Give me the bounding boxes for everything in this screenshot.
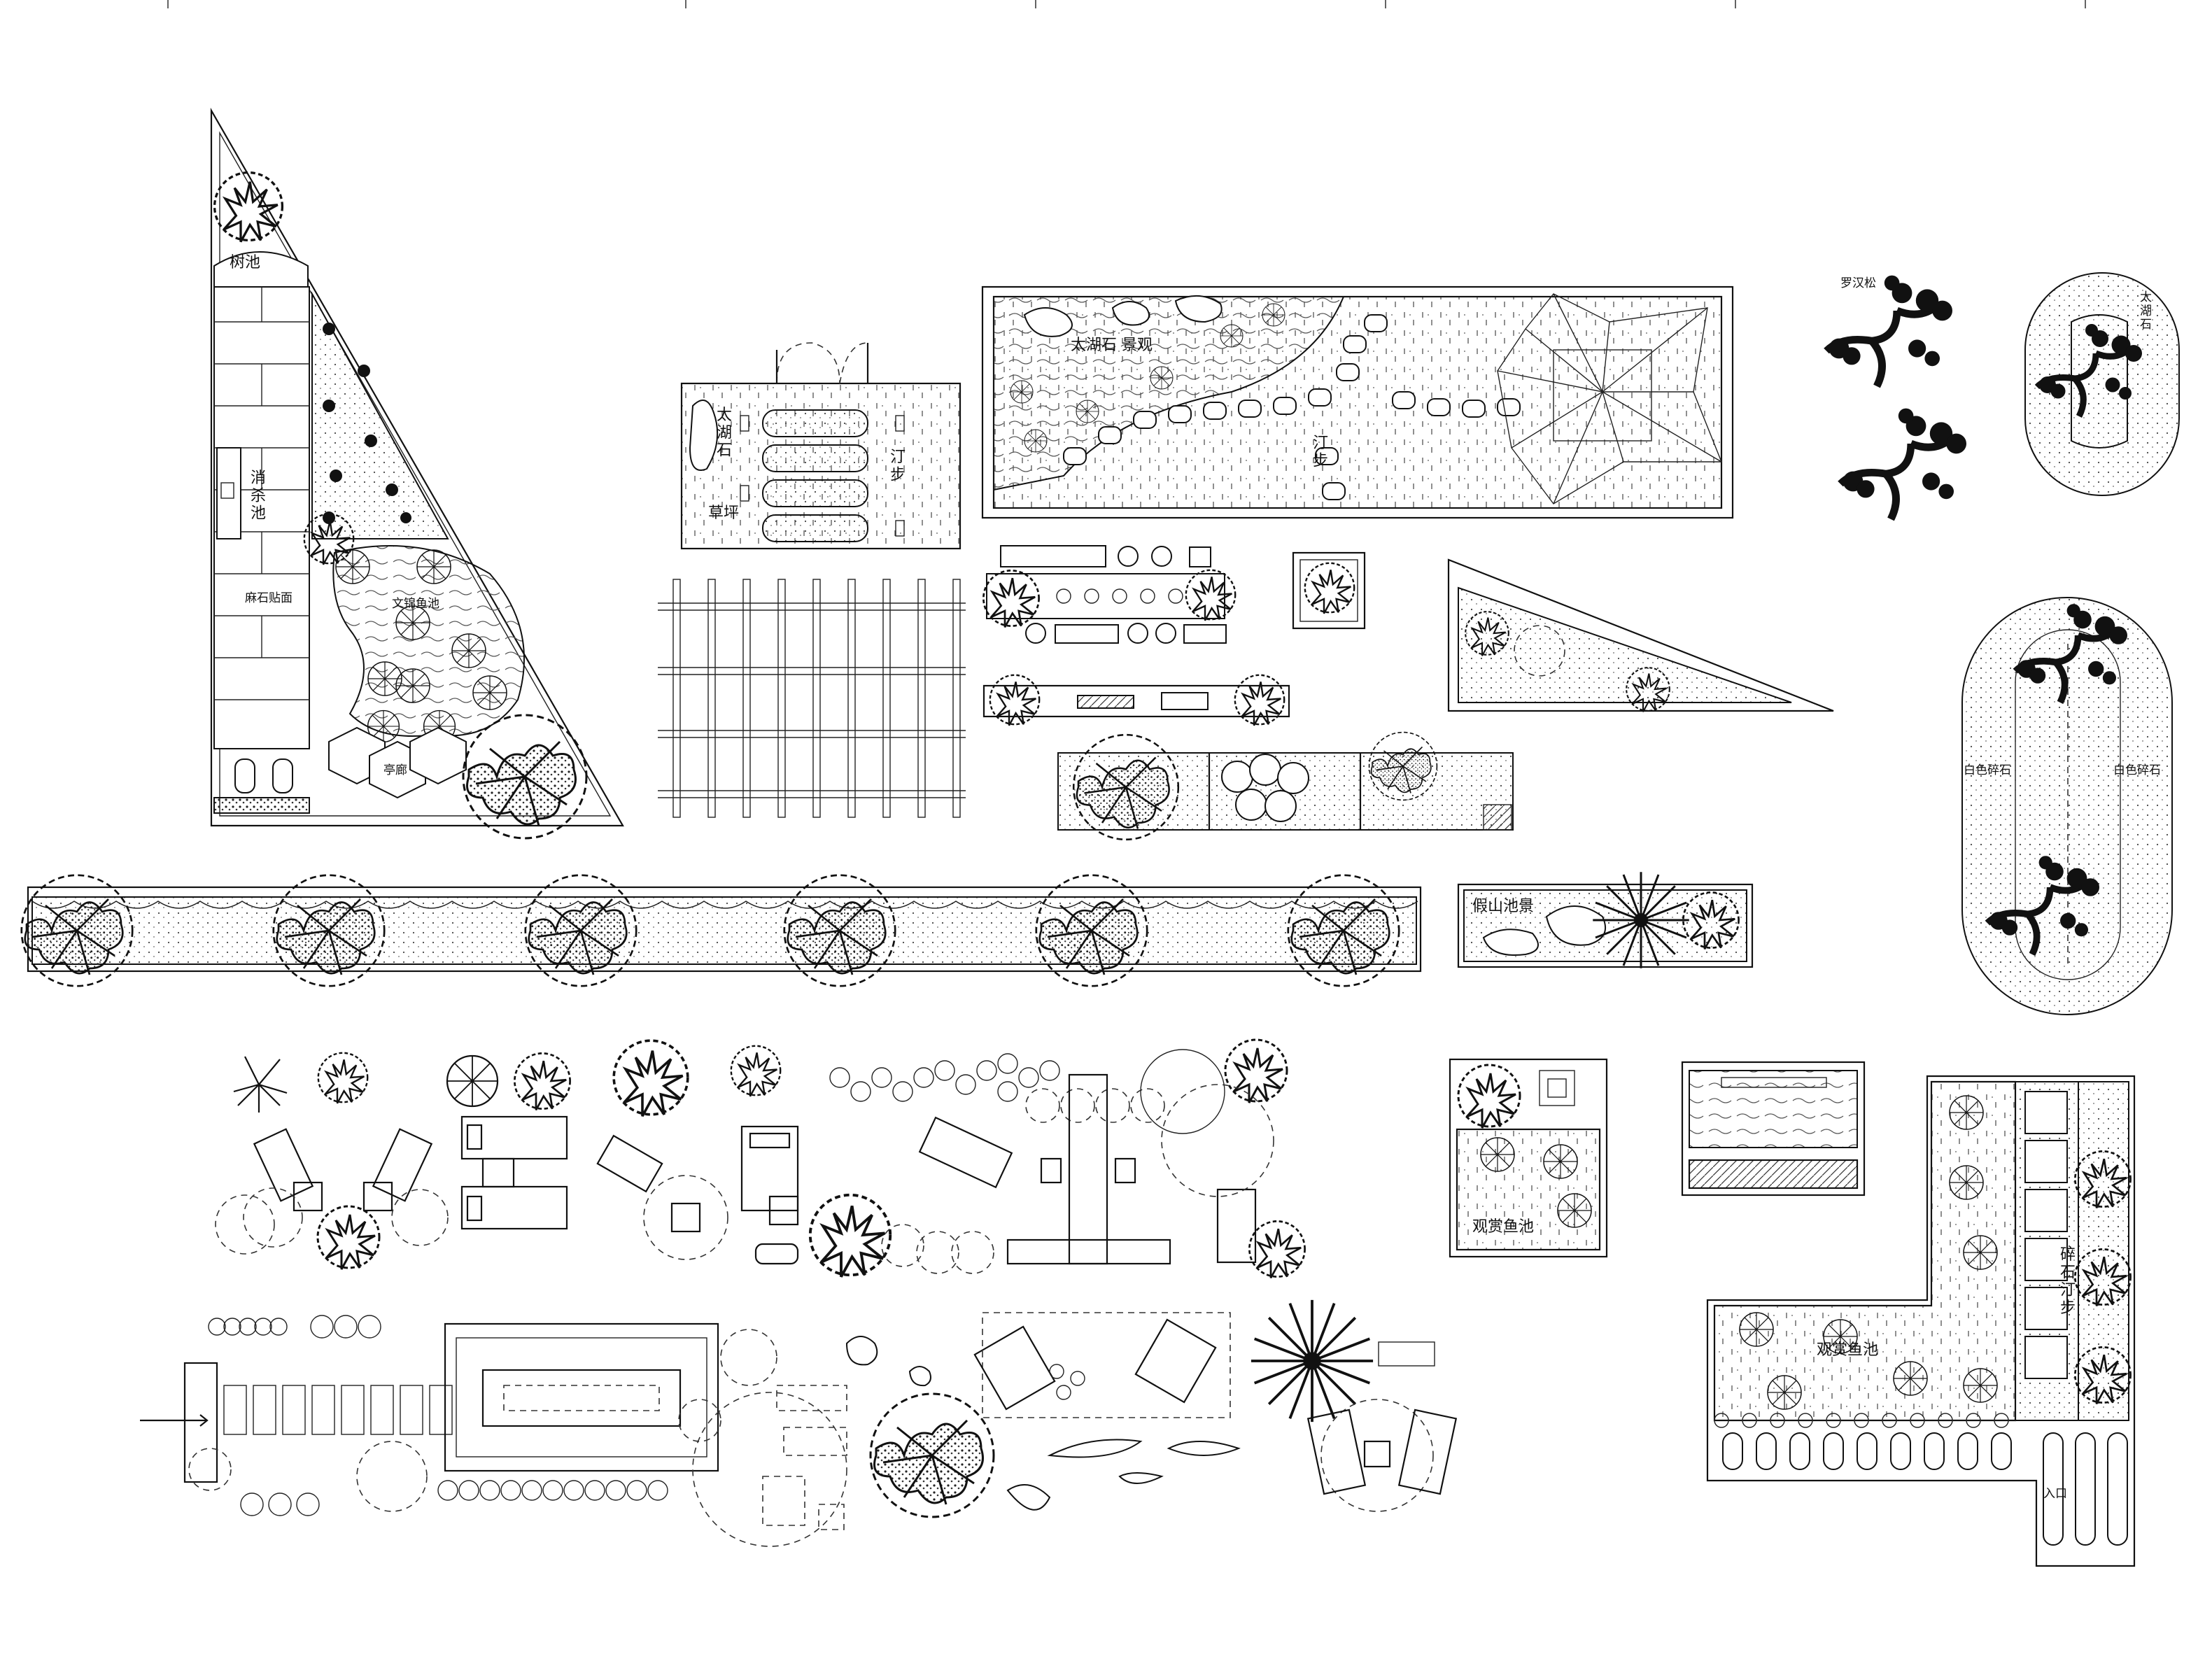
rockery-label: 假山池景	[1472, 898, 1534, 915]
pool-complex	[140, 1322, 777, 1516]
pond-label: 观赏鱼池	[1472, 1218, 1534, 1236]
bottom-stepping	[234, 758, 293, 793]
triple-planting-bed	[1057, 731, 1514, 841]
shrub-cluster	[323, 323, 411, 524]
rockery-waterscape: 假山池景	[1457, 870, 1754, 970]
l-pond-label: 观赏鱼池	[1817, 1341, 1878, 1359]
bench-top	[1000, 545, 1106, 567]
gate-arc	[776, 342, 868, 384]
dashed-furniture-cluster	[692, 1385, 847, 1547]
ornamental-pond-panel: 观赏鱼池	[1449, 1058, 1608, 1258]
oval-pine-planter-top: 太湖石	[2024, 272, 2180, 496]
umbrella-pavilion	[1497, 293, 1723, 504]
lawn-label: 草坪	[708, 504, 739, 522]
shrub-cluster-circles	[829, 1053, 1060, 1102]
stepping-stone-trail	[1063, 314, 1521, 500]
landscape-stones-label: 太湖石 景观	[1071, 337, 1153, 354]
small-triangle-planter	[1447, 558, 1834, 713]
entry-label: 入口	[2043, 1487, 2067, 1501]
paving-label: 麻石贴面	[245, 591, 293, 605]
long-planter-bench	[982, 674, 1290, 727]
taihu-stone-label: 太湖石	[717, 407, 732, 460]
stream-water	[993, 296, 1345, 491]
bed-and-stools	[740, 1125, 799, 1265]
small-door	[1216, 1188, 1257, 1264]
big-canopy-tree	[462, 714, 588, 840]
arhat-pine-label: 罗汉松	[1840, 276, 1876, 290]
dense-canopy	[869, 1392, 995, 1518]
t-platform	[1006, 1073, 1171, 1265]
sunbed-pair	[460, 1115, 568, 1230]
taihu-stepping-panel: 太湖石 汀步 草坪	[680, 342, 961, 550]
white-gravel-right-label: 白色碎石	[2113, 763, 2161, 777]
oval-pine-planter-bottom: 白色碎石 白色碎石	[1961, 597, 2173, 1015]
round-shrubs	[1221, 754, 1309, 822]
l-shaped-garden: 碎石汀步 观赏鱼池	[1706, 1075, 2136, 1567]
waterscape-courtyard: 太湖石 景观 汀步	[981, 285, 1734, 519]
round-table-chairs	[1306, 1399, 1458, 1512]
pebble-border	[1714, 1413, 2009, 1428]
serpentine-path	[762, 409, 868, 542]
square-tree-planter	[1292, 551, 1366, 630]
tree-pool-label: 树池	[230, 254, 260, 271]
path-posts	[740, 415, 905, 537]
circle-tree-row	[208, 1315, 381, 1339]
rocks-cluster	[845, 1336, 931, 1387]
pergola-grid	[658, 579, 966, 818]
pavilion-label: 亭廊	[383, 763, 407, 777]
groundcover-planting	[311, 291, 449, 539]
dashed-lounge-area	[973, 1312, 1231, 1418]
long-hedge-strip	[20, 874, 1422, 987]
lounge-chairs-group	[253, 1128, 433, 1212]
stepping-stones-label: 汀步	[890, 449, 906, 483]
symbol-library	[140, 1038, 1458, 1547]
fish-pond-with-deck	[1681, 1061, 1866, 1197]
tree-symbol-row	[233, 1038, 1288, 1134]
stepping-circles	[881, 1224, 994, 1274]
planter-lights	[1056, 588, 1183, 604]
disinfection-pool-label: 消杀池	[251, 470, 266, 523]
swimming-pool-frame	[444, 1322, 719, 1472]
rotated-bench	[918, 1116, 1013, 1189]
fish-shapes	[1006, 1439, 1241, 1511]
stepping-stones-label-2: 汀步	[1313, 435, 1328, 470]
koi-pond-label: 文锦鱼池	[392, 597, 439, 611]
chair-with-circle	[596, 1134, 728, 1260]
stream-rocks	[1023, 295, 1223, 337]
planter-box	[986, 573, 1225, 619]
top-edge-marks	[167, 0, 2086, 8]
oval-top-text: 太湖石	[2140, 290, 2152, 332]
triangle-garden-plan: 树池 消杀池 麻石贴面	[210, 107, 624, 840]
white-gravel-left-label: 白色碎石	[1964, 763, 2011, 777]
koi-pond	[332, 545, 525, 737]
disinfection-pool	[216, 447, 241, 539]
hexagon-pavilion	[328, 726, 467, 799]
gravel-path-label: 碎石汀步	[2060, 1246, 2076, 1317]
arhat-pine-specimens: 罗汉松	[1826, 276, 1966, 519]
stone-squares	[2024, 1091, 2068, 1379]
planter-bench-strip	[982, 545, 1237, 644]
edge-hedge	[213, 797, 310, 814]
planter-top	[1189, 546, 1211, 567]
capsule-stepping	[1722, 1432, 2128, 1546]
dashed-circle-row	[1025, 1088, 1165, 1123]
tree-pool-arch	[213, 251, 309, 288]
taihu-stone-rock	[689, 400, 719, 471]
